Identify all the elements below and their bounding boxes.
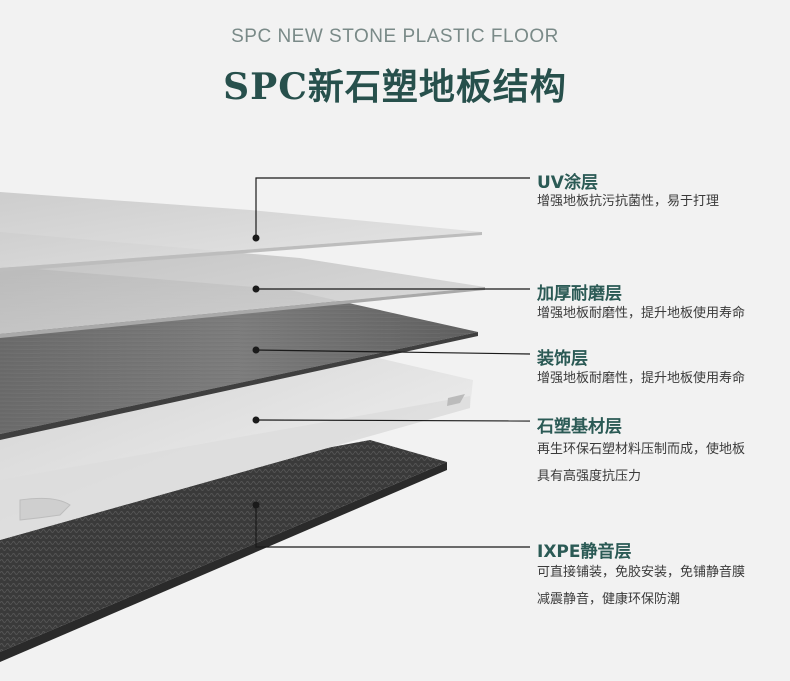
leader-uv-dot bbox=[253, 235, 260, 242]
layer-desc-line: 具有高强度抗压力 bbox=[537, 463, 782, 490]
layer-desc-line: 减震静音，健康环保防潮 bbox=[537, 586, 782, 613]
layer-desc-core: 再生环保石塑材料压制而成，使地板 具有高强度抗压力 bbox=[537, 436, 782, 490]
layer-name-core: 石塑基材层 bbox=[537, 412, 622, 437]
layer-desc-uv: 增强地板抗污抗菌性，易于打理 bbox=[537, 188, 782, 215]
layer-desc-ixpe: 可直接铺装，免胶安装，免铺静音膜 减震静音，健康环保防潮 bbox=[537, 559, 782, 613]
layer-desc-decor: 增强地板耐磨性，提升地板使用寿命 bbox=[537, 365, 782, 392]
layer-desc-line: 可直接铺装，免胶安装，免铺静音膜 bbox=[537, 559, 782, 586]
layer-desc-line: 增强地板耐磨性，提升地板使用寿命 bbox=[537, 365, 782, 392]
leader-ixpe-dot bbox=[253, 502, 260, 509]
leader-wear-dot bbox=[253, 286, 260, 293]
layer-desc-wear: 增强地板耐磨性，提升地板使用寿命 bbox=[537, 300, 782, 327]
layer-desc-line: 再生环保石塑材料压制而成，使地板 bbox=[537, 436, 782, 463]
leader-decor-dot bbox=[253, 347, 260, 354]
leader-core-dot bbox=[253, 417, 260, 424]
layer-desc-line: 增强地板耐磨性，提升地板使用寿命 bbox=[537, 300, 782, 327]
layer-desc-line: 增强地板抗污抗菌性，易于打理 bbox=[537, 188, 782, 215]
